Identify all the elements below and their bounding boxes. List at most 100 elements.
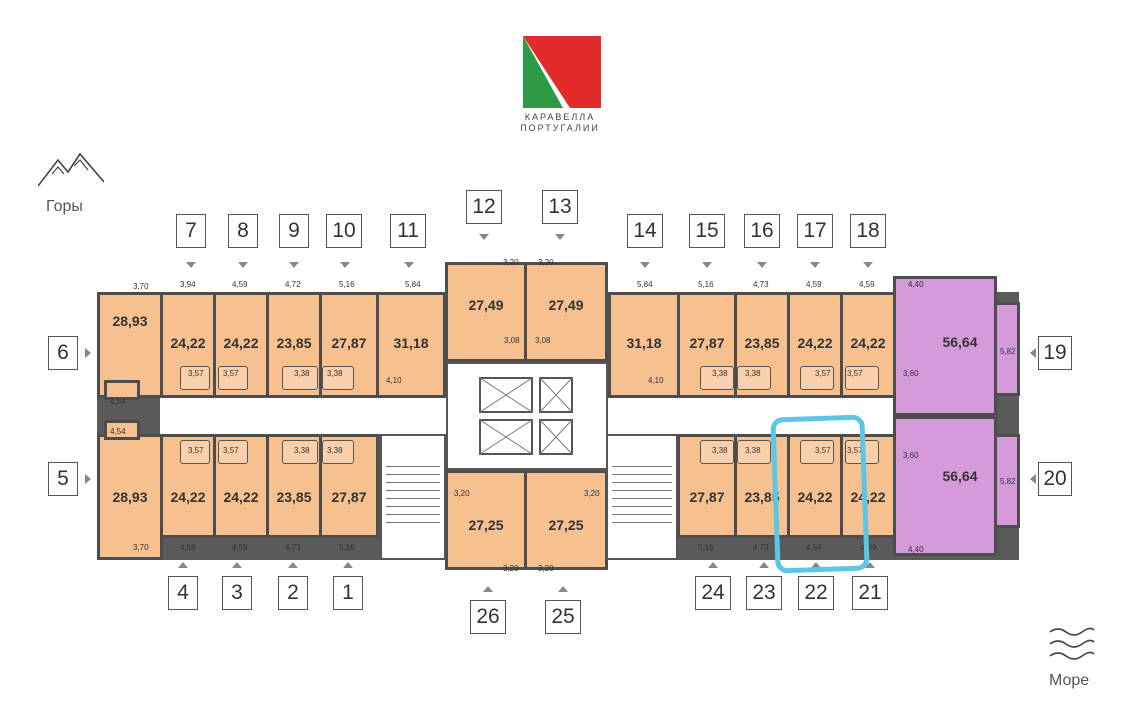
bathroom [180, 440, 210, 464]
apartment-9[interactable]: 23,85 [266, 292, 322, 398]
apartment-number-2[interactable]: 2 [278, 576, 308, 610]
pointer-triangle [640, 262, 650, 268]
pointer-triangle [1030, 474, 1036, 484]
dimension-label: 3,20 [538, 564, 554, 573]
apartment-number-25[interactable]: 25 [545, 600, 581, 634]
apartment-number-12[interactable]: 12 [466, 190, 502, 224]
dimension-label: 4,73 [753, 280, 769, 289]
pointer-triangle [865, 562, 875, 568]
corridor-right [606, 398, 900, 434]
apartment-number-18[interactable]: 18 [850, 214, 886, 248]
dimension-label: 3,38 [327, 369, 343, 378]
corridor-left [160, 398, 460, 434]
apartment-number-19[interactable]: 19 [1038, 336, 1072, 370]
balcony-20 [994, 434, 1020, 528]
apartment-number-10[interactable]: 10 [326, 214, 362, 248]
apartment-number-7[interactable]: 7 [176, 214, 206, 248]
dimension-label: 3,60 [903, 451, 919, 460]
pointer-triangle [811, 562, 821, 568]
bathroom [737, 366, 771, 390]
logo-line-1: КАРАВЕЛЛА [524, 112, 596, 122]
caravella-logo [523, 36, 601, 108]
apartment-number-3[interactable]: 3 [222, 576, 252, 610]
bathroom [322, 440, 354, 464]
stairwell-right [606, 434, 678, 560]
apartment-19[interactable]: 56,64 [893, 276, 997, 416]
selected-apartment-highlight [770, 414, 870, 574]
dimension-label: 3,20 [454, 489, 470, 498]
pointer-triangle [479, 234, 489, 240]
dimension-label: 4,40 [908, 545, 924, 554]
dimension-label: 4,40 [908, 280, 924, 289]
dimension-label: 4,73 [753, 543, 769, 552]
pointer-triangle [702, 262, 712, 268]
pointer-triangle [232, 562, 242, 568]
apartment-25[interactable]: 27,25 [524, 470, 608, 570]
apartment-number-9[interactable]: 9 [279, 214, 309, 248]
pointer-triangle [759, 562, 769, 568]
apartment-20[interactable]: 56,64 [893, 416, 997, 556]
elevator-icon [479, 377, 573, 455]
dimension-label: 5,84 [637, 280, 653, 289]
dimension-label: 3,20 [503, 564, 519, 573]
apartment-number-4[interactable]: 4 [168, 576, 198, 610]
apartment-number-16[interactable]: 16 [744, 214, 780, 248]
dimension-label: 4,59 [232, 280, 248, 289]
pointer-triangle [863, 262, 873, 268]
pointer-triangle [288, 562, 298, 568]
apartment-12[interactable]: 27,49 [445, 262, 527, 362]
bathroom [845, 366, 879, 390]
bathroom [282, 440, 318, 464]
apartment-24[interactable]: 27,87 [677, 434, 737, 538]
apartment-number-22[interactable]: 22 [798, 576, 834, 610]
bathroom [800, 440, 834, 464]
apartment-number-23[interactable]: 23 [746, 576, 782, 610]
apartment-number-26[interactable]: 26 [470, 600, 506, 634]
apartment-number-17[interactable]: 17 [797, 214, 833, 248]
dimension-label: 3,08 [504, 336, 520, 345]
dimension-label: 5,82 [1000, 347, 1016, 356]
dimension-label: 3,38 [745, 369, 761, 378]
dimension-label: 5,16 [339, 280, 355, 289]
apartment-number-1[interactable]: 1 [333, 576, 363, 610]
balcony-19 [994, 302, 1020, 396]
pointer-triangle [289, 262, 299, 268]
dimension-label: 5,16 [698, 280, 714, 289]
apartment-1[interactable]: 27,87 [319, 434, 379, 538]
apartment-number-6[interactable]: 6 [48, 336, 78, 370]
apartment-13[interactable]: 27,49 [524, 262, 608, 362]
apartment-number-5[interactable]: 5 [48, 462, 78, 496]
dimension-label: 3,38 [327, 446, 343, 455]
apartment-number-20[interactable]: 20 [1038, 462, 1072, 496]
apartment-number-8[interactable]: 8 [228, 214, 258, 248]
dimension-label: 3,70 [133, 282, 149, 291]
dimension-label: 5,16 [339, 543, 355, 552]
apartment-14[interactable]: 31,18 [608, 292, 680, 398]
dimension-label: 4,59 [861, 543, 877, 552]
bathroom [800, 366, 834, 390]
apartment-number-13[interactable]: 13 [542, 190, 578, 224]
apartment-26[interactable]: 27,25 [445, 470, 527, 570]
dimension-label: 3,38 [294, 446, 310, 455]
apartment-11[interactable]: 31,18 [376, 292, 446, 398]
bathroom [700, 440, 734, 464]
apartment-number-24[interactable]: 24 [695, 576, 731, 610]
storage-left-bottom [104, 420, 140, 440]
apartment-5[interactable]: 28,93 [97, 434, 163, 560]
dimension-label: 3,94 [180, 280, 196, 289]
dimension-label: 4,54 [110, 427, 126, 436]
dimension-label: 4,59 [806, 543, 822, 552]
apartment-number-21[interactable]: 21 [852, 576, 888, 610]
apartment-number-14[interactable]: 14 [627, 214, 663, 248]
pointer-triangle [85, 348, 91, 358]
dimension-label: 3,38 [712, 369, 728, 378]
dimension-label: 3,60 [903, 369, 919, 378]
apartment-16[interactable]: 23,85 [734, 292, 790, 398]
apartment-number-15[interactable]: 15 [689, 214, 725, 248]
pointer-triangle [404, 262, 414, 268]
dimension-label: 3,38 [745, 446, 761, 455]
dimension-label: 4,59 [859, 280, 875, 289]
apartment-number-11[interactable]: 11 [390, 214, 426, 248]
bathroom [218, 366, 248, 390]
bathroom [218, 440, 248, 464]
